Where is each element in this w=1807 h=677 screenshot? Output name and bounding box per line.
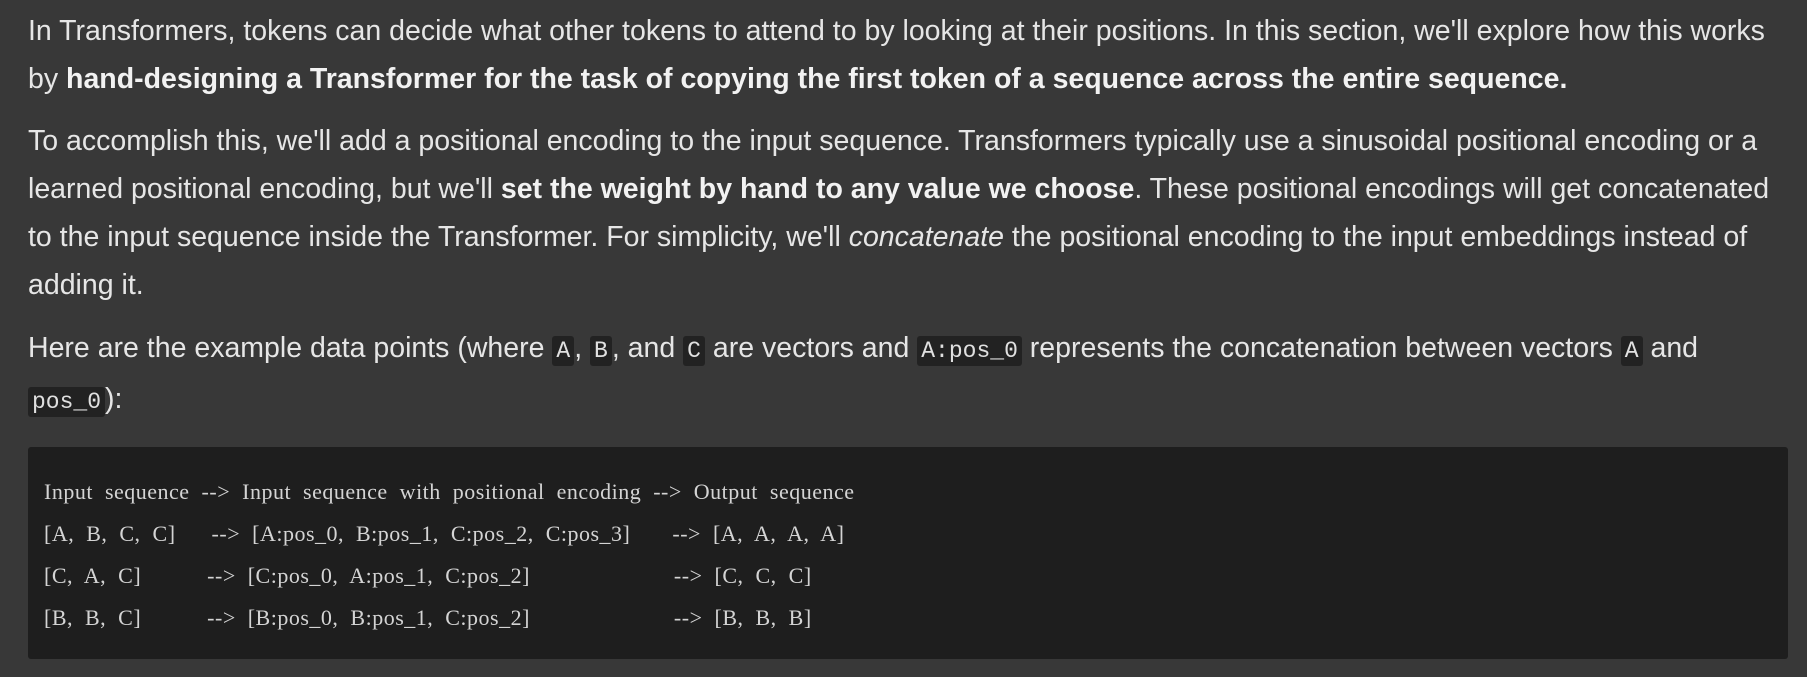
bold-text: set the weight by hand to any value we c… [500,173,1135,205]
examples-paragraph: Here are the example data points (where … [28,324,1788,426]
text-span: the positional encoding to the input emb… [28,221,1748,301]
text-span: , and [611,332,684,364]
text-span: Here are the example data points (where [28,332,553,364]
inline-code: A:pos_0 [917,336,1022,366]
inline-code: C [683,336,705,366]
bold-text: hand-designing a Transformer for the tas… [66,63,1568,95]
inline-code: A [552,336,575,366]
code-block: Input sequence --> Input sequence with p… [28,447,1788,659]
italic-text: concatenate [848,221,1004,253]
inline-code: B [590,336,612,366]
code-line: Input sequence --> Input sequence with p… [44,479,855,504]
text-span: and [1642,332,1699,364]
intro-paragraph: In Transformers, tokens can decide what … [28,7,1788,103]
text-span: To accomplish this, we'll add a position… [28,125,1758,205]
inline-code: A [1620,336,1643,366]
text-span: . These positional encodings will get co… [28,173,1770,253]
inline-code: pos_0 [28,387,106,417]
code-line: [A, B, C, C] --> [A:pos_0, B:pos_1, C:po… [44,521,845,546]
positional-encoding-paragraph: To accomplish this, we'll add a position… [28,117,1788,309]
code-line: [C, A, C] --> [C:pos_0, A:pos_1, C:pos_2… [44,563,812,588]
text-span: represents the concatenation between vec… [1021,332,1621,364]
text-span: are vectors and [704,332,918,364]
text-span: In Transformers, tokens can decide what … [28,15,1765,95]
text-span: , [574,332,591,364]
code-line: [B, B, C] --> [B:pos_0, B:pos_1, C:pos_2… [44,605,812,630]
text-span: ): [105,383,123,415]
